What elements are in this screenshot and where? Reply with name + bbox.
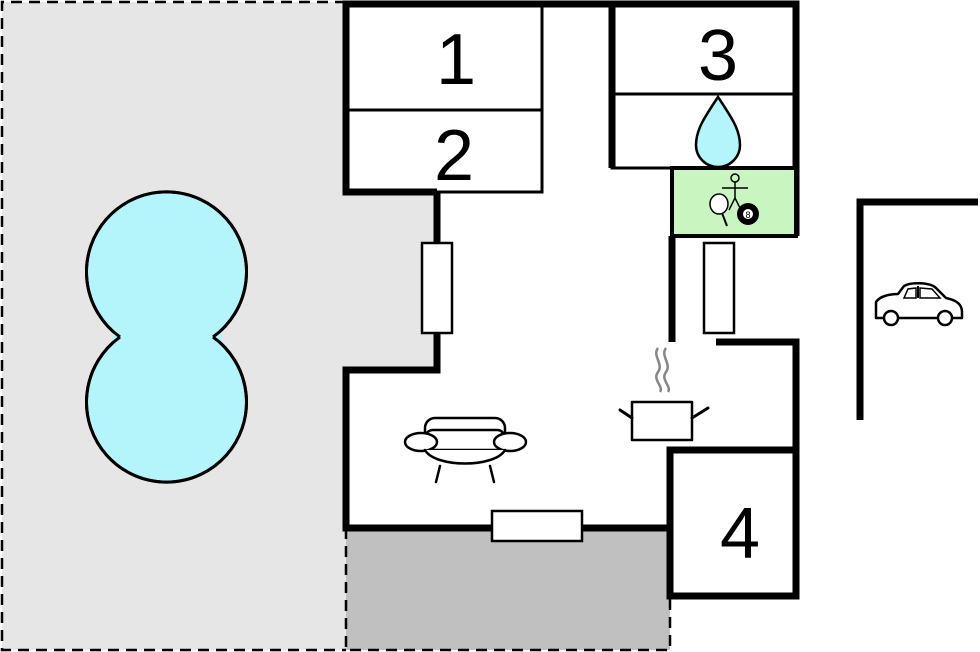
windows (420, 241, 736, 543)
water-drop-icon (694, 94, 742, 169)
cooking-pot-icon (618, 347, 710, 442)
car-icon (874, 282, 964, 327)
terrace (344, 528, 672, 652)
carport (856, 198, 978, 420)
window-right (702, 241, 736, 335)
games-room-icon: 8 (709, 173, 759, 227)
window-bottom (490, 509, 584, 543)
outdoor-area (0, 0, 670, 652)
room-1: 1 (344, 2, 544, 112)
window-left (420, 241, 454, 335)
room-3: 3 (610, 2, 798, 96)
room-4: 4 (666, 446, 800, 600)
room-3-label: 3 (698, 16, 738, 96)
room-4-label: 4 (720, 494, 760, 574)
eight-ball-label: 8 (745, 210, 750, 220)
bathroom (610, 92, 798, 170)
room-2-label: 2 (434, 116, 474, 196)
games-room: 8 (670, 166, 798, 238)
room-2: 2 (344, 108, 544, 196)
room-1-label: 1 (436, 20, 476, 100)
sofa-icon (403, 416, 528, 484)
pool-shape (85, 190, 248, 484)
